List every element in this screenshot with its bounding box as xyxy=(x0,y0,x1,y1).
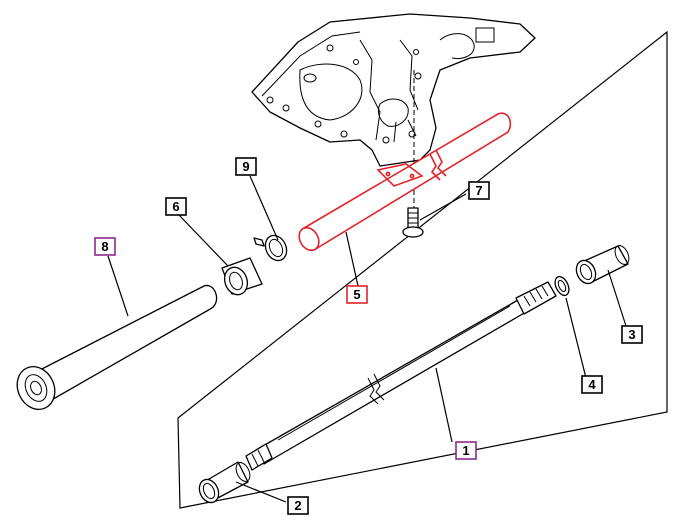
callout-4-label: 4 xyxy=(588,377,596,392)
callout-7: 7 xyxy=(468,181,490,200)
flanged-tube xyxy=(16,284,218,410)
coupling-right xyxy=(575,245,630,285)
callout-6: 6 xyxy=(165,197,187,216)
hose-clamp xyxy=(253,234,288,262)
callout-8-label: 8 xyxy=(101,239,108,254)
callout-3: 3 xyxy=(621,325,643,344)
shaft xyxy=(245,281,557,471)
callout-9: 9 xyxy=(235,157,257,176)
callout-3-label: 3 xyxy=(628,327,635,342)
callout-5: 5 xyxy=(346,285,368,304)
tube-highlighted xyxy=(298,112,512,252)
callout-2-label: 2 xyxy=(294,498,301,513)
callout-1: 1 xyxy=(455,441,477,460)
transmission-housing xyxy=(251,13,536,167)
callout-4: 4 xyxy=(581,375,603,394)
callout-7-label: 7 xyxy=(475,183,482,198)
leader-lines xyxy=(107,175,627,503)
callout-5-label: 5 xyxy=(353,287,360,302)
callout-1-label: 1 xyxy=(462,443,469,458)
callout-2: 2 xyxy=(287,496,309,515)
snap-ring xyxy=(554,275,570,297)
bolt xyxy=(402,207,424,238)
coupling-left xyxy=(198,461,251,504)
callout-9-label: 9 xyxy=(242,159,249,174)
callout-6-label: 6 xyxy=(172,199,179,214)
background-plane xyxy=(177,30,668,509)
callout-8: 8 xyxy=(94,237,116,256)
sleeve xyxy=(221,257,263,296)
